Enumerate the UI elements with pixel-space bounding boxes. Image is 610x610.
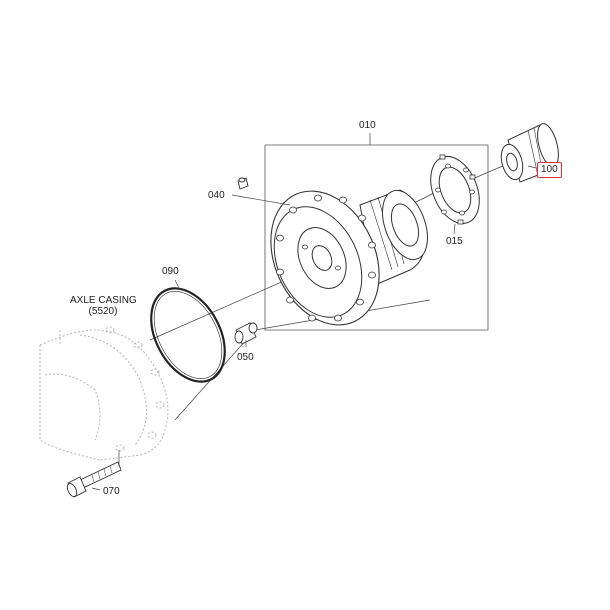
label-090: 090 bbox=[162, 266, 179, 277]
axle-casing-outline bbox=[39, 326, 169, 461]
label-axle-casing-name: AXLE CASING bbox=[70, 295, 137, 306]
label-015: 015 bbox=[446, 236, 463, 247]
leader-lines bbox=[91, 165, 537, 491]
bolt-070 bbox=[66, 461, 122, 498]
pin-040 bbox=[237, 177, 249, 190]
label-axle-casing-code: (5520) bbox=[88, 306, 118, 317]
ring-015 bbox=[430, 154, 480, 225]
o-ring-090 bbox=[150, 287, 226, 383]
label-040: 040 bbox=[208, 190, 225, 201]
label-axle-casing: AXLE CASING (5520) bbox=[70, 295, 137, 317]
label-050: 050 bbox=[237, 352, 254, 363]
plug-050 bbox=[234, 322, 258, 345]
label-100-highlighted[interactable]: 100 bbox=[537, 162, 562, 178]
label-010: 010 bbox=[359, 120, 376, 131]
assembly-frame-010 bbox=[264, 133, 489, 331]
label-070: 070 bbox=[103, 486, 120, 497]
hub-010 bbox=[270, 189, 428, 326]
